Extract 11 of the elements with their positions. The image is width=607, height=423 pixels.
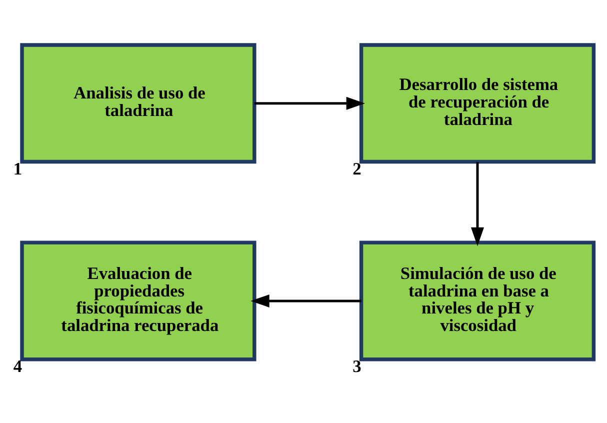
arrow <box>470 162 484 246</box>
node-box: Simulación de uso de taladrina en base a niveles de pH y viscosidad <box>359 240 596 362</box>
node-label: 2 <box>352 159 362 178</box>
node-label: 1 <box>13 159 22 178</box>
node-box: Desarrollo de sistema de recuperación de taladrina <box>359 43 596 164</box>
arrow <box>250 294 362 308</box>
node-box: Analisis de uso de taladrina <box>20 43 256 164</box>
arrow <box>254 96 365 110</box>
node-label: 3 <box>352 357 362 376</box>
node-box: Evaluacion de propiedades fisicoquímicas de taladrina recuperada <box>20 240 256 362</box>
node-label: 4 <box>13 357 22 376</box>
